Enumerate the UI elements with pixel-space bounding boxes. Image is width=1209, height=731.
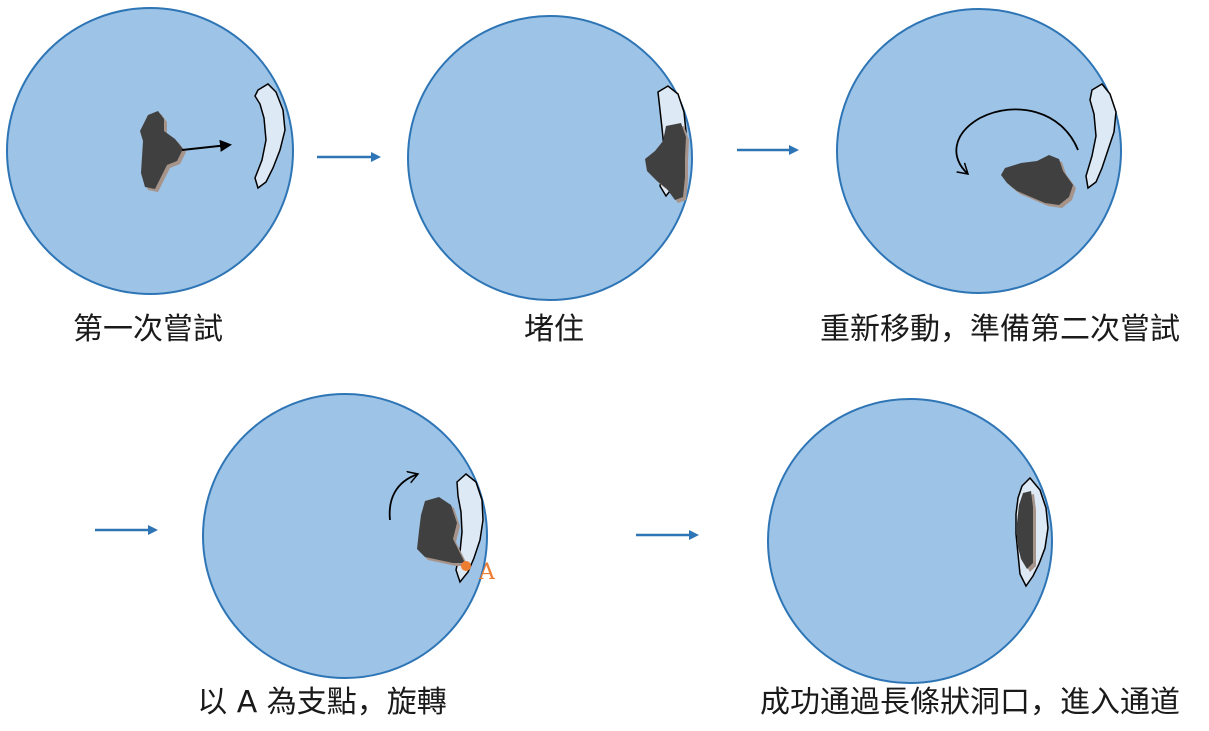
step1-caption: 第一次嘗試 bbox=[73, 312, 223, 347]
step1-push-arrow bbox=[181, 139, 232, 152]
step4-caption: 以 A 為支點，旋轉 bbox=[197, 685, 447, 720]
step3-rotate-arrow bbox=[955, 108, 1079, 174]
step5-panel: 成功通過長條狀洞口，進入通道 bbox=[760, 398, 1180, 720]
step2-circle bbox=[407, 15, 693, 301]
step3-panel: 重新移動，準備第二次嘗試 bbox=[820, 8, 1180, 347]
step4-rotate-arrow bbox=[388, 474, 418, 521]
step5-object bbox=[1017, 491, 1033, 569]
step3-object bbox=[1001, 155, 1073, 205]
step3-circle bbox=[836, 8, 1122, 294]
step3-caption: 重新移動，準備第二次嘗試 bbox=[820, 312, 1180, 347]
step2-panel: 堵住 bbox=[407, 15, 693, 347]
step4-circle bbox=[202, 393, 488, 679]
step1-slit bbox=[254, 83, 286, 190]
step1-panel: 第一次嘗試 bbox=[6, 7, 294, 347]
pivot-label: A bbox=[478, 560, 496, 585]
step5-circle bbox=[767, 398, 1053, 684]
step2-object bbox=[645, 123, 686, 200]
step4-slit bbox=[455, 473, 484, 584]
step1-object bbox=[140, 111, 183, 189]
step4-object bbox=[417, 497, 465, 563]
step4-panel: A 以 A 為支點，旋轉 bbox=[197, 393, 496, 720]
step2-caption: 堵住 bbox=[524, 312, 584, 347]
step5-caption: 成功通過長條狀洞口，進入通道 bbox=[760, 685, 1180, 720]
pivot-point bbox=[461, 561, 471, 571]
step3-slit bbox=[1085, 83, 1117, 190]
